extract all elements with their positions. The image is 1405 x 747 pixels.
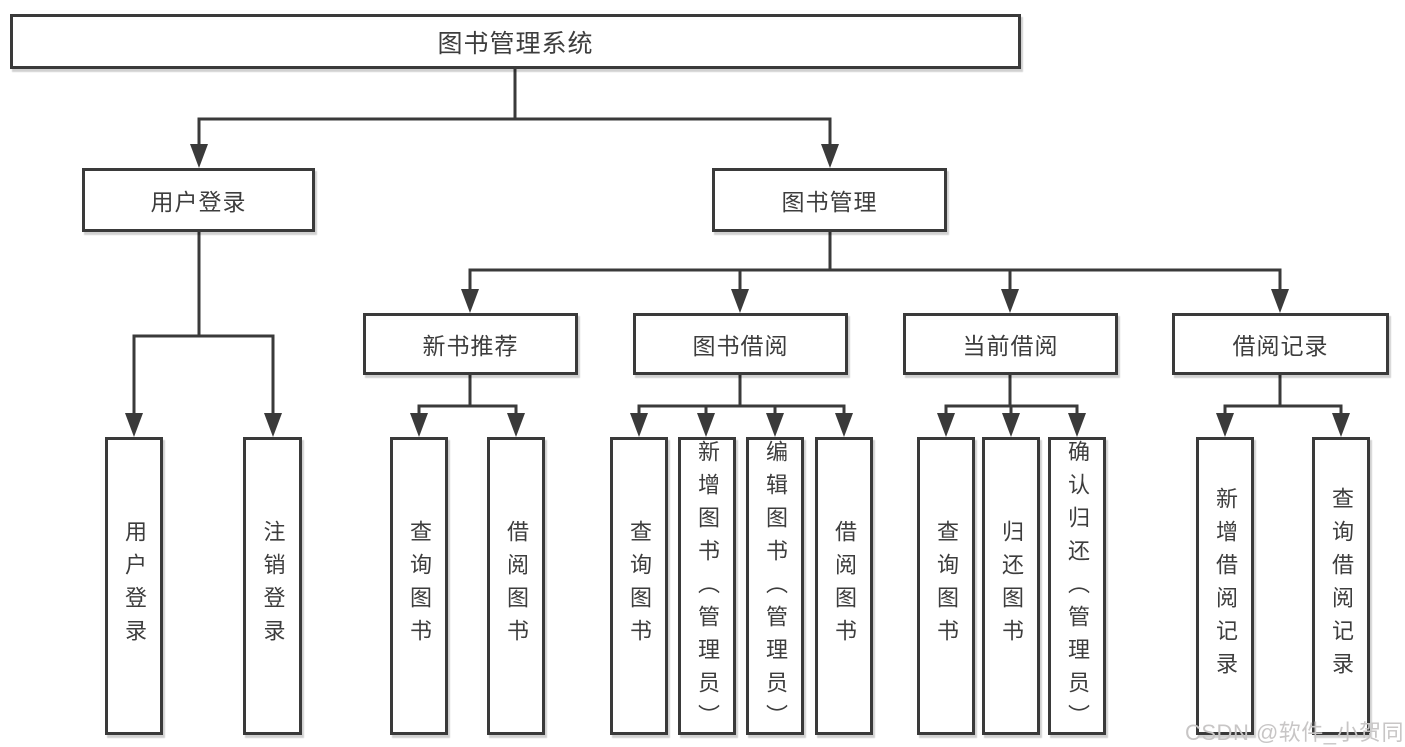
node-label: 图书管理 — [781, 189, 878, 215]
node-label: 注销登录 — [260, 520, 286, 652]
node-borrow-records: 借阅记录 — [1172, 313, 1389, 375]
node-label: 当前借阅 — [962, 333, 1059, 359]
node-leaf-search-books-borrowing: 查询图书 — [610, 437, 668, 735]
node-label: 查询图书 — [934, 520, 959, 652]
node-label: 新书推荐 — [422, 333, 519, 359]
node-label: 借阅图书 — [504, 520, 529, 652]
node-label: 新增图书（管理员） — [695, 440, 720, 737]
node-leaf-search-books-current: 查询图书 — [917, 437, 975, 735]
node-label: 编辑图书（管理员） — [763, 440, 788, 737]
node-label: 用户登录 — [150, 189, 247, 215]
node-label: 归还图书 — [999, 520, 1024, 652]
node-leaf-user-login: 用户登录 — [105, 437, 163, 735]
node-leaf-borrow-books-recommend: 借阅图书 — [487, 437, 545, 735]
node-label: 借阅记录 — [1232, 333, 1329, 359]
node-label: 查询图书 — [407, 520, 432, 652]
node-leaf-add-borrow-record: 新增借阅记录 — [1196, 437, 1254, 735]
node-label: 确认归还（管理员） — [1065, 440, 1090, 737]
node-leaf-edit-books-admin: 编辑图书（管理员） — [746, 437, 804, 737]
node-leaf-logout: 注销登录 — [243, 437, 302, 735]
node-label: 图书借阅 — [692, 333, 789, 359]
node-label: 图书管理系统 — [437, 29, 594, 58]
node-leaf-return-books: 归还图书 — [982, 437, 1040, 735]
node-leaf-search-borrow-record: 查询借阅记录 — [1312, 437, 1370, 735]
node-book-management: 图书管理 — [712, 168, 947, 232]
node-label: 查询借阅记录 — [1329, 487, 1354, 685]
node-leaf-borrow-books-borrowing: 借阅图书 — [815, 437, 873, 735]
node-book-borrowing: 图书借阅 — [633, 313, 848, 375]
node-library-management-system: 图书管理系统 — [10, 14, 1021, 69]
node-leaf-search-books-recommend: 查询图书 — [390, 437, 448, 735]
watermark: CSDN @软件_小贺同学 — [1185, 720, 1405, 745]
node-new-book-recommend: 新书推荐 — [363, 313, 578, 375]
node-label: 用户登录 — [122, 520, 147, 652]
node-current-borrowing: 当前借阅 — [903, 313, 1118, 375]
node-leaf-confirm-return-admin: 确认归还（管理员） — [1048, 437, 1106, 737]
node-leaf-add-books-admin: 新增图书（管理员） — [678, 437, 736, 737]
node-label: 新增借阅记录 — [1213, 487, 1238, 685]
node-user-login: 用户登录 — [82, 168, 315, 232]
node-label: 借阅图书 — [832, 520, 857, 652]
node-label: 查询图书 — [627, 520, 652, 652]
